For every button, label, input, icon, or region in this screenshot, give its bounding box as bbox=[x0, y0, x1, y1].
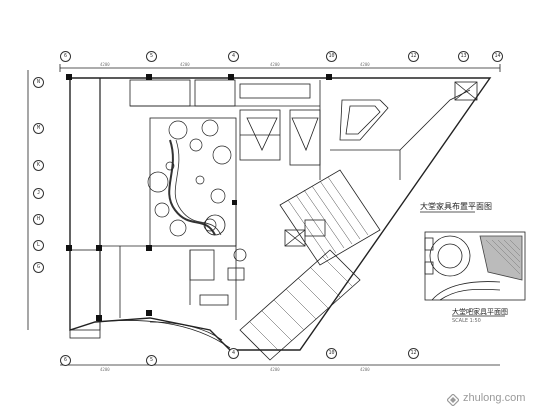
inset-scale-label: SCALE 1:50 bbox=[452, 318, 481, 324]
axis-bubble-top: 4 bbox=[228, 51, 239, 62]
dimension-label: 4200 bbox=[100, 367, 110, 372]
dimension-label: 4200 bbox=[270, 62, 280, 67]
axis-bubble-bottom: 6 bbox=[60, 355, 71, 366]
dimension-label: 4200 bbox=[100, 62, 110, 67]
axis-bubble-left: H bbox=[33, 214, 44, 225]
axis-bubble-top: 6 bbox=[60, 51, 71, 62]
axis-bubble-left: J bbox=[33, 188, 44, 199]
dimension-label: 4200 bbox=[360, 62, 370, 67]
axis-bubble-top: 10 bbox=[326, 51, 337, 62]
main-plan-title: 大堂家具布置平面图 bbox=[420, 202, 492, 211]
axis-bubble-left: G bbox=[33, 262, 44, 273]
axis-bubble-top: 12 bbox=[408, 51, 419, 62]
dimension-label: 4200 bbox=[360, 367, 370, 372]
axis-bubble-left: N bbox=[33, 77, 44, 88]
axis-bubble-bottom: 10 bbox=[326, 348, 337, 359]
axis-bubble-bottom: 4 bbox=[228, 348, 239, 359]
dimension-label: 4200 bbox=[270, 367, 280, 372]
axis-bubble-left: M bbox=[33, 123, 44, 134]
axis-bubble-bottom: 5 bbox=[146, 355, 157, 366]
dimension-label: 4200 bbox=[180, 62, 190, 67]
axis-bubble-bottom: 12 bbox=[408, 348, 419, 359]
axis-bubble-top: 13 bbox=[458, 51, 469, 62]
axis-bubble-top: 14 bbox=[492, 51, 503, 62]
axis-bubble-left: L bbox=[33, 240, 44, 251]
watermark-text: zhulong.com bbox=[463, 392, 526, 404]
axis-bubble-top: 5 bbox=[146, 51, 157, 62]
axis-bubble-left: K bbox=[33, 160, 44, 171]
watermark-logo-icon bbox=[447, 394, 459, 406]
inset-plan-title: 大堂吧家具平面图 bbox=[452, 308, 508, 316]
